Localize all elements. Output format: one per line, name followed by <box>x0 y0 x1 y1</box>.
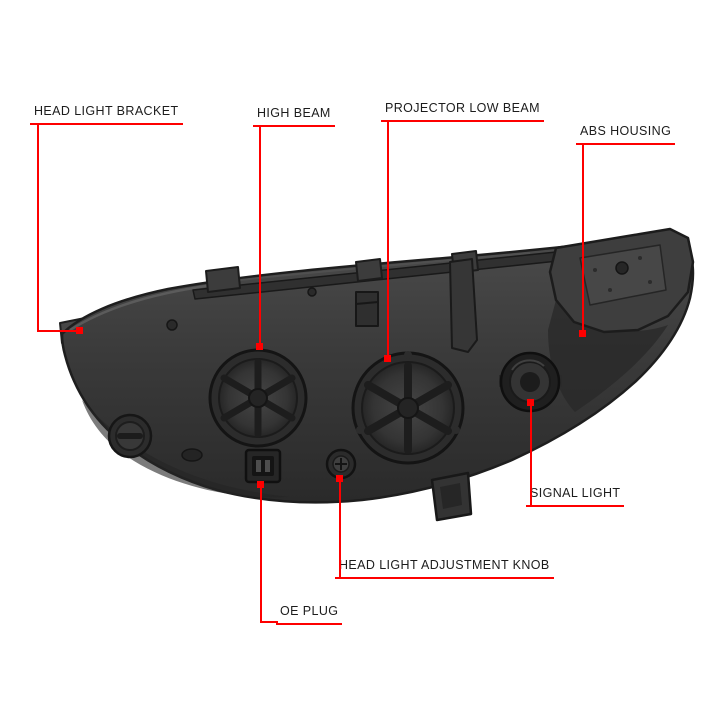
adjustment-knob-part <box>325 448 357 480</box>
leader-head-light-adjustment-knob <box>339 479 341 577</box>
leader-head-light-bracket-vertical <box>37 123 39 332</box>
label-head-light-adjustment-knob: HEAD LIGHT ADJUSTMENT KNOB <box>335 558 554 579</box>
center-clip <box>355 291 379 327</box>
label-signal-light: SIGNAL LIGHT <box>526 486 625 507</box>
flange-tab-mid <box>355 258 383 282</box>
high-beam-cap <box>208 348 308 448</box>
support-rib <box>449 258 478 353</box>
screw <box>166 319 178 331</box>
pointer-abs-housing <box>579 330 586 337</box>
oe-plug-connector <box>244 448 282 484</box>
center-clip-detail <box>355 301 379 305</box>
leader-oe-plug-vertical <box>260 485 262 623</box>
pointer-high-beam <box>256 343 263 350</box>
screw <box>307 287 317 297</box>
lower-mount-tab <box>430 471 473 522</box>
body-highlight-top <box>69 282 221 332</box>
pointer-oe-plug <box>257 481 264 488</box>
pointer-head-light-bracket <box>76 327 83 334</box>
leveling-cap <box>107 413 153 459</box>
label-head-light-bracket: HEAD LIGHT BRACKET <box>30 104 183 125</box>
leader-abs-housing <box>582 143 584 333</box>
label-oe-plug: OE PLUG <box>276 604 343 625</box>
leader-projector-low-beam <box>387 120 389 358</box>
vent <box>181 448 203 462</box>
pointer-head-light-adjustment-knob <box>336 475 343 482</box>
headlight-parts <box>59 227 695 522</box>
body-shadow-right <box>548 300 668 412</box>
flange-tab-left <box>205 266 241 293</box>
leader-head-light-bracket-horizontal <box>37 330 81 332</box>
leader-oe-plug-horizontal <box>260 621 278 623</box>
low-beam-cap <box>351 351 465 465</box>
label-high-beam: HIGH BEAM <box>253 106 335 127</box>
pointer-projector-low-beam <box>384 355 391 362</box>
signal-light-socket <box>499 351 562 413</box>
leader-high-beam <box>259 125 261 347</box>
abs-housing-block <box>548 227 695 334</box>
leader-signal-light <box>530 404 532 505</box>
label-abs-housing: ABS HOUSING <box>576 124 676 145</box>
pointer-signal-light <box>527 399 534 406</box>
label-projector-low-beam: PROJECTOR LOW BEAM <box>381 101 544 122</box>
